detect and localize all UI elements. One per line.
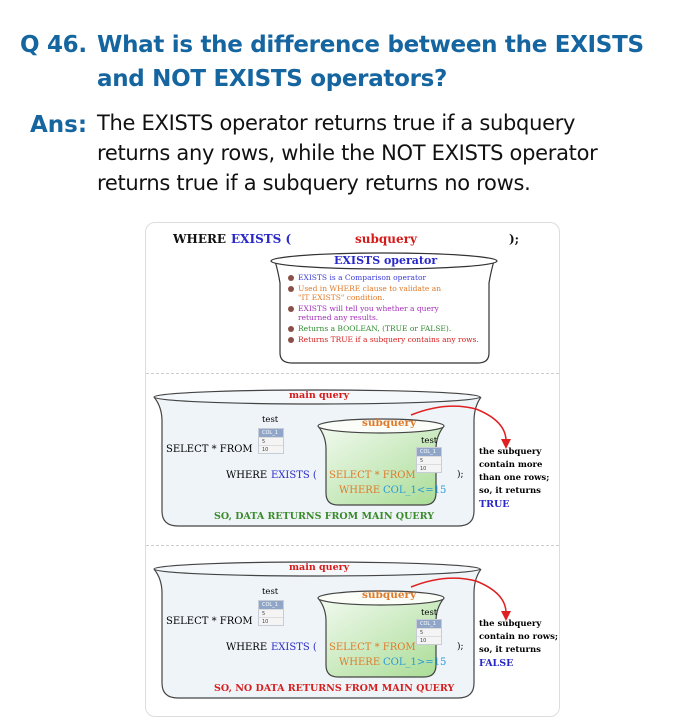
table-cell: 5 [259, 609, 283, 617]
sub-select-from: SELECT * FROM [329, 470, 416, 481]
column-header: COL_1 [259, 429, 283, 437]
table-cell: 10 [417, 636, 441, 644]
bullet-text: Used in WHERE clause to validate an [298, 284, 442, 293]
select-from: SELECT * FROM [166, 616, 253, 627]
exists-diagram: WHERE EXISTS ( subquery ); EXISTS operat… [145, 222, 560, 717]
exists-keyword: EXISTS ( [231, 232, 292, 246]
main-query-pot [153, 561, 511, 699]
question-number: Q 46. [20, 32, 87, 58]
table-name: test [262, 587, 279, 597]
note-line: so, it returns [479, 645, 541, 655]
arrow [410, 405, 507, 442]
note-line: the subquery [479, 619, 542, 629]
note-line: than one rows; [479, 473, 550, 483]
bullet-text: returned any results. [298, 313, 379, 322]
where-keyword: WHERE [226, 642, 268, 653]
where-keyword: WHERE [226, 470, 268, 481]
bullet-icon [288, 275, 294, 281]
exists-bullet-item: Returns TRUE if a subquery contains any … [288, 335, 479, 344]
bullet-icon [288, 306, 294, 312]
answer-line-3: returns true if a subquery returns no ro… [97, 171, 531, 195]
answer-line-2: returns any rows, while the NOT EXISTS o… [97, 141, 598, 165]
table-cell: 10 [259, 617, 283, 625]
condition: COL_1>=15 [383, 657, 447, 668]
sub-where-keyword: WHERE [339, 657, 381, 668]
divider [146, 545, 559, 546]
main-query-label: main query [289, 562, 350, 573]
exists-pot-shape [270, 252, 498, 364]
column-header: COL_1 [417, 448, 441, 456]
conclusion: SO, DATA RETURNS FROM MAIN QUERY [214, 511, 434, 522]
exists-keyword: EXISTS ( [271, 470, 317, 481]
close-paren: ); [509, 232, 520, 246]
note-line: so, it returns [479, 486, 541, 496]
bullet-text: EXISTS will tell you whether a query [298, 304, 439, 313]
table-name: test [262, 415, 279, 425]
main-query-pot [153, 389, 511, 527]
divider [146, 373, 559, 374]
answer-label: Ans: [30, 112, 88, 138]
column-header: COL_1 [259, 601, 283, 609]
close-paren: ); [457, 642, 464, 652]
bullet-text: EXISTS is a Comparison operator [298, 273, 427, 282]
result-value: TRUE [479, 499, 510, 510]
question-line-2: and NOT EXISTS operators? [97, 66, 448, 92]
arrow-head-icon [501, 439, 511, 449]
bullet-text: Returns TRUE if a subquery contains any … [298, 335, 479, 344]
conclusion: SO, NO DATA RETURNS FROM MAIN QUERY [214, 683, 455, 694]
table-cell: 5 [417, 456, 441, 464]
sub-select-from: SELECT * FROM [329, 642, 416, 653]
arrow [410, 577, 507, 614]
note-line: the subquery [479, 447, 542, 457]
exists-operator-title: EXISTS operator [334, 254, 438, 267]
note-line: contain no rows; [479, 632, 559, 642]
exists-keyword: EXISTS ( [271, 642, 317, 653]
select-from: SELECT * FROM [166, 444, 253, 455]
where-keyword: WHERE [173, 232, 227, 246]
note-line: contain more [479, 460, 543, 470]
exists-bullet-item: EXISTS is a Comparison operator [288, 273, 426, 282]
bullet-text: "IT EXISTS" condition. [298, 293, 385, 302]
condition: COL_1<=15 [383, 485, 447, 496]
exists-bullet-item: Returns a BOOLEAN, (TRUE or FALSE). [288, 324, 451, 333]
exists-bullet-item: EXISTS will tell you whether a query [288, 304, 439, 313]
close-paren: ); [457, 470, 464, 480]
bullet-icon [288, 337, 294, 343]
result-value: FALSE [479, 658, 514, 669]
column-header: COL_1 [417, 620, 441, 628]
question-line-1: What is the difference between the EXIST… [97, 32, 644, 58]
sub-where-keyword: WHERE [339, 485, 381, 496]
table-cell: 5 [259, 437, 283, 445]
arrow-head-icon [501, 611, 511, 621]
bullet-text: Returns a BOOLEAN, (TRUE or FALSE). [298, 324, 452, 333]
bullet-icon [288, 326, 294, 332]
main-query-label: main query [289, 390, 350, 401]
subquery-label: subquery [362, 417, 417, 429]
exists-bullet-item: "IT EXISTS" condition. [298, 293, 385, 302]
sub-table-name: test [421, 608, 438, 618]
answer-line-1: The EXISTS operator returns true if a su… [97, 111, 576, 135]
bullet-icon [288, 286, 294, 292]
sub-table-name: test [421, 436, 438, 446]
table-cell: 5 [417, 628, 441, 636]
subquery-label: subquery [362, 589, 417, 601]
table-cell: 10 [259, 445, 283, 453]
exists-bullet-item: Used in WHERE clause to validate an [288, 284, 441, 293]
table-cell: 10 [417, 464, 441, 472]
subquery-label: subquery [355, 232, 417, 246]
exists-bullet-item: returned any results. [298, 313, 378, 322]
